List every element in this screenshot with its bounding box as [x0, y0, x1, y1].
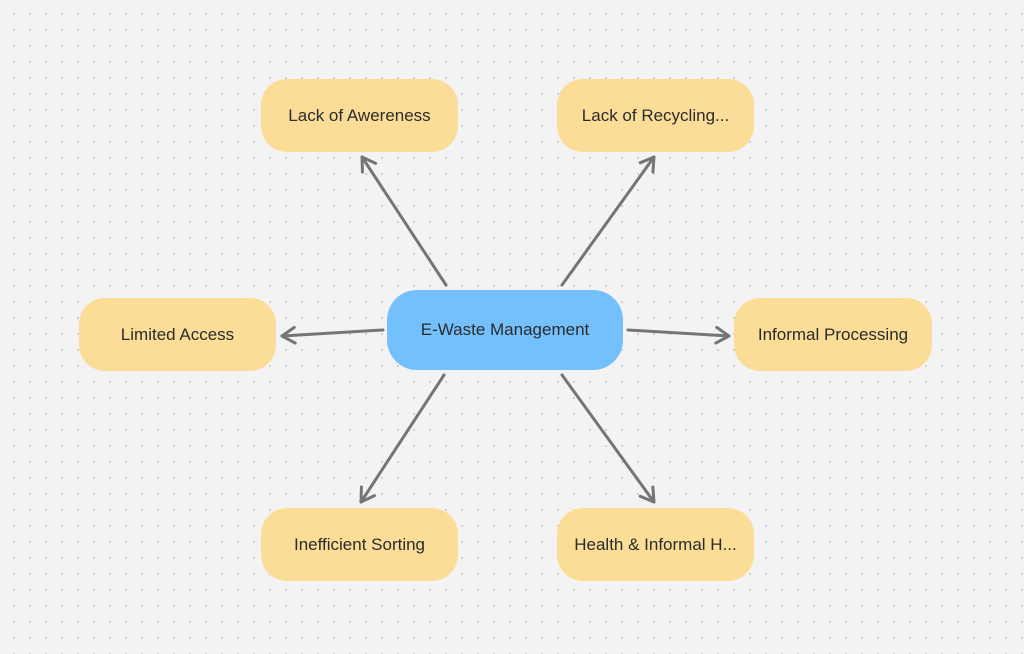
- node-informal-processing[interactable]: Informal Processing: [734, 298, 932, 371]
- node-label: Limited Access: [120, 324, 235, 344]
- connector-arrow: [626, 325, 731, 345]
- connector-line: [280, 328, 385, 338]
- connector-arrow: [280, 325, 385, 345]
- arrowhead-icon: [638, 485, 656, 504]
- node-label: E-Waste Management: [420, 320, 590, 339]
- connector-arrow: [560, 373, 656, 504]
- arrowhead-icon: [280, 325, 297, 345]
- arrowhead-icon: [360, 155, 378, 174]
- connector-line: [626, 328, 731, 338]
- node-health-informal[interactable]: Health & Informal H...: [557, 508, 754, 581]
- node-inefficient-sorting[interactable]: Inefficient Sorting: [261, 508, 458, 581]
- node-label: Health & Informal H...: [574, 534, 737, 554]
- node-label: Lack of Awereness: [288, 105, 431, 125]
- arrowhead-icon: [638, 155, 656, 174]
- connector-line: [560, 155, 656, 287]
- node-label: Informal Processing: [757, 324, 909, 344]
- connector-line: [359, 373, 446, 504]
- connector-arrow: [360, 155, 448, 287]
- connector-arrow: [560, 155, 656, 287]
- arrowhead-icon: [714, 325, 731, 345]
- node-lack-of-awareness[interactable]: Lack of Awereness: [261, 79, 458, 152]
- connector-arrow: [359, 373, 446, 504]
- node-label: Inefficient Sorting: [293, 534, 426, 554]
- node-lack-of-recycling[interactable]: Lack of Recycling...: [557, 79, 754, 152]
- node-label: Lack of Recycling...: [581, 105, 730, 125]
- connector-line: [360, 155, 448, 287]
- arrowhead-icon: [359, 485, 377, 504]
- node-limited-access[interactable]: Limited Access: [79, 298, 276, 371]
- connector-line: [560, 373, 656, 504]
- node-e-waste-management[interactable]: E-Waste Management: [387, 290, 623, 370]
